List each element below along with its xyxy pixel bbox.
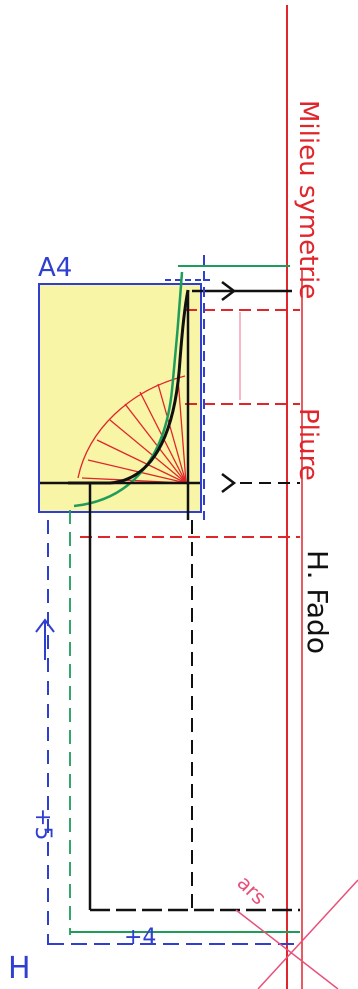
svg-text:Pliure: Pliure bbox=[293, 408, 323, 481]
pink-diagonal-1 bbox=[235, 909, 339, 989]
svg-text:Milieu symetrie: Milieu symetrie bbox=[293, 100, 323, 299]
svg-text:H. Fado: H. Fado bbox=[301, 550, 334, 654]
height-label: H bbox=[8, 951, 31, 986]
author-text: H. Fado bbox=[301, 550, 334, 654]
pink-diagonal-2 bbox=[257, 879, 358, 989]
top-arrow-head bbox=[221, 281, 237, 301]
black-curve bbox=[68, 289, 190, 485]
green-curve bbox=[73, 271, 184, 508]
a4-label: A4 bbox=[38, 253, 72, 283]
small-note-text: ars bbox=[232, 871, 271, 910]
mid-arrow-head bbox=[221, 473, 237, 493]
svg-text:+5: +5 bbox=[30, 808, 55, 840]
milieu-symetrie-text: Milieu symetrie bbox=[293, 100, 323, 299]
plus-five-text: +5 bbox=[30, 808, 55, 840]
a4-blue-outline bbox=[38, 283, 202, 513]
pliure-text: Pliure bbox=[293, 408, 323, 481]
svg-text:ars: ars bbox=[232, 871, 271, 910]
plus-four-text: +4 bbox=[124, 925, 156, 950]
